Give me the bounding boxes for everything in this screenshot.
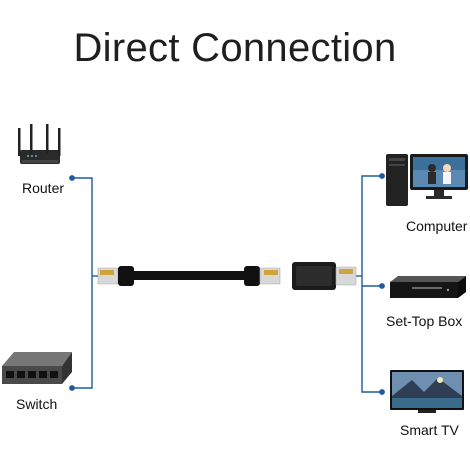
smart-tv-icon xyxy=(390,370,464,413)
set-top-box-icon xyxy=(390,276,466,298)
left-connector-lines xyxy=(69,175,100,391)
page-title: Direct Connection xyxy=(73,26,397,70)
rj45-coupler xyxy=(292,262,357,290)
smart-tv-label: Smart TV xyxy=(400,422,459,438)
right-connector-lines xyxy=(356,173,385,395)
switch-icon xyxy=(2,352,72,384)
switch-label: Switch xyxy=(16,396,58,412)
router-label: Router xyxy=(22,180,65,196)
ethernet-cable xyxy=(97,266,281,286)
router-icon xyxy=(18,124,61,164)
computer-label: Computer xyxy=(406,218,468,234)
computer-icon xyxy=(386,154,468,206)
set-top-box-label: Set-Top Box xyxy=(386,313,463,329)
